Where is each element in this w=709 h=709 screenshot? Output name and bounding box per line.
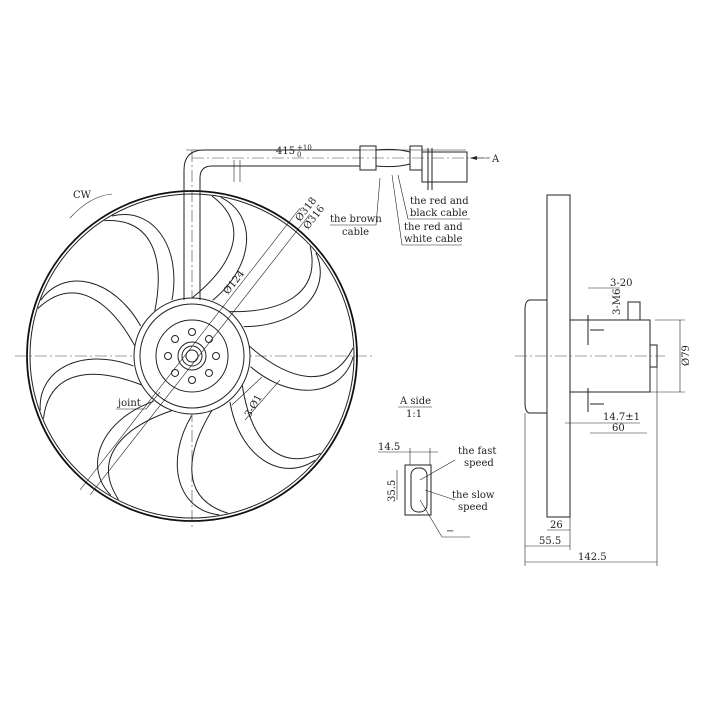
fan-blade — [241, 356, 354, 459]
ground-label: − — [446, 526, 454, 537]
overall-length: 142.5 — [578, 552, 607, 563]
hub-hole — [204, 368, 213, 377]
cable-tol-upper: +10 — [297, 144, 312, 152]
hub-hole — [188, 376, 196, 384]
fan-blades — [37, 195, 354, 516]
dia-hub: Ø124 — [222, 269, 247, 297]
fan-blade — [212, 196, 313, 313]
fan-blade — [243, 252, 354, 378]
fan-blade — [108, 410, 220, 516]
hub-hole — [188, 328, 196, 336]
front-view: A 415 +10 0 CW Ø318 Ø316 Ø124 3-Ø1 joint… — [15, 144, 500, 530]
motor-length: 60 — [612, 423, 625, 434]
a-side-scale: 1:1 — [406, 409, 422, 420]
hub-hole — [212, 352, 220, 360]
offset-dim: 14.7±1 — [603, 412, 640, 423]
view-marker: A — [491, 154, 500, 165]
bolt-spacing: 3-20 — [610, 278, 632, 289]
red-white-label: the red and — [404, 222, 463, 233]
front-depth: 55.5 — [539, 536, 561, 547]
fan-blade — [191, 401, 316, 514]
fan-shroud-ring — [26, 190, 358, 522]
motor-dia: Ø79 — [681, 345, 692, 366]
a-side-title: A side — [399, 396, 431, 407]
blade-depth: 26 — [550, 520, 563, 531]
cable-tol-lower: 0 — [297, 151, 301, 159]
joint-label: joint — [117, 398, 141, 409]
fan-blade — [37, 292, 136, 411]
red-black-label: the red and — [410, 196, 469, 207]
brown-cable-label: the brown — [330, 214, 382, 225]
brown-cable-label-2: cable — [342, 227, 369, 238]
fan-blade — [40, 220, 159, 327]
rotation-label: CW — [73, 190, 92, 201]
fast-speed-label: the fast — [458, 446, 496, 457]
red-white-label-2: white cable — [404, 234, 462, 245]
slow-speed-label: the slow — [452, 490, 495, 501]
fan-blade — [111, 195, 235, 301]
red-black-label-2: black cable — [410, 208, 468, 219]
fast-speed-label-2: speed — [464, 458, 494, 469]
a-side-view: A side 1:1 14.5 35.5 the fast speed the … — [378, 396, 496, 538]
slow-speed-label-2: speed — [458, 502, 488, 513]
motor-hub — [133, 297, 251, 415]
cable-sleeve — [359, 145, 377, 171]
bolts-label: 3-M6 — [612, 289, 623, 315]
a-side-height: 35.5 — [387, 480, 398, 502]
hub-hole — [164, 352, 172, 360]
cable-length: 415 — [276, 146, 295, 157]
hub-hole — [171, 335, 180, 344]
a-side-width: 14.5 — [378, 442, 400, 453]
side-view: 3-20 3-M6 Ø79 14.7±1 60 26 55.5 142.5 — [515, 194, 692, 566]
